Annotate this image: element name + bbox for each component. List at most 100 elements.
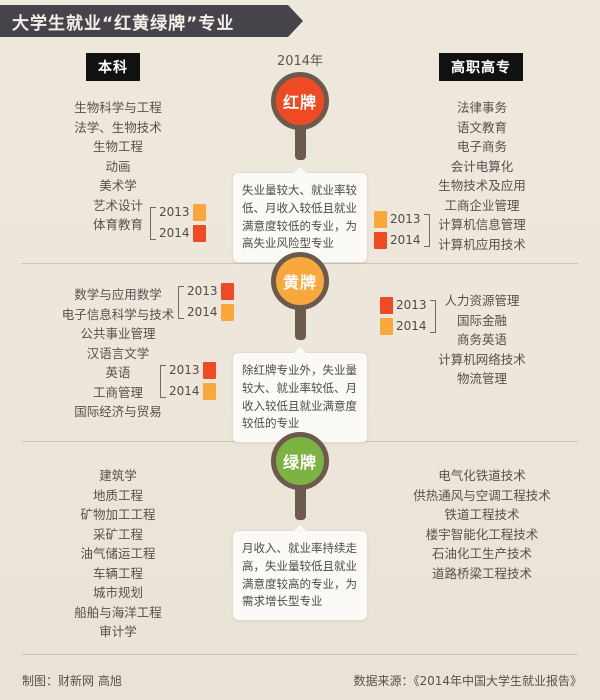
list-item: 建筑学 xyxy=(99,468,137,483)
list-item: 供热通风与空调工程技术 xyxy=(413,487,551,503)
list-item: 语文教育 xyxy=(456,119,507,135)
list-item: 工商企业管理 xyxy=(444,197,520,213)
list-item: 城市规划 xyxy=(92,585,143,600)
bracket-icon xyxy=(160,364,166,398)
list-item: 道路桥梁工程技术 xyxy=(431,565,532,581)
legend-red-right: 2013 2014 xyxy=(374,211,430,249)
list-item: 楼宇智能化工程技术 xyxy=(425,526,539,542)
swatch-2013 xyxy=(380,297,393,314)
list-item: 艺术设计 xyxy=(92,197,143,213)
swatch-2014 xyxy=(220,304,234,321)
list-item: 计算机应用技术 xyxy=(438,236,526,252)
legend-years: 2013 2014 xyxy=(396,298,427,334)
badge-yellow-label: 黄牌 xyxy=(282,273,317,292)
list-item: 国际经济与贸易 xyxy=(74,404,162,419)
list-item: 铁道工程技术 xyxy=(444,507,520,522)
list-item: 石油化工生产技术 xyxy=(431,546,532,561)
major-list-yellow-right: 人力资源管理 国际金融 商务英语 计算机网络技术 物流管理 xyxy=(372,291,592,389)
swatch-2013 xyxy=(202,362,216,379)
badge-red: 红牌 xyxy=(269,72,331,160)
list-item: 英语 xyxy=(105,365,131,380)
legend-year-2014: 2014 xyxy=(169,384,200,398)
major-list-red-right: 法律事务 语文教育 电子商务 会计电算化 生物技术及应用 工商企业管理 计算机信… xyxy=(372,98,592,254)
list-item: 美术学 xyxy=(99,178,137,193)
list-item: 生物科学与工程 xyxy=(74,100,162,115)
list-item: 法学、生物技术 xyxy=(74,119,162,135)
magnifier-handle xyxy=(294,126,306,160)
swatch-2014 xyxy=(380,318,393,335)
swatch-2014 xyxy=(192,225,206,242)
legend-yellow-right: 2013 2014 xyxy=(380,297,436,335)
callout-yellow: 除红牌专业外，失业量较大、就业率较低、月收入较低且就业满意度较低的专业 xyxy=(232,346,368,444)
list-item: 人力资源管理 xyxy=(444,293,520,308)
list-item: 计算机信息管理 xyxy=(438,217,526,232)
bracket-icon xyxy=(178,285,184,319)
list-item: 车辆工程 xyxy=(92,565,143,581)
legend-year-2014: 2014 xyxy=(187,305,218,319)
legend-swatches xyxy=(192,204,206,242)
magnifier-handle xyxy=(294,486,306,520)
badge-red-label: 红牌 xyxy=(282,93,317,112)
bracket-icon xyxy=(150,206,156,240)
major-list-green-left: 建筑学 地质工程 矿物加工工程 采矿工程 油气储运工程 车辆工程 城市规划 船舶… xyxy=(8,466,228,642)
list-item: 生物技术及应用 xyxy=(438,178,526,193)
list-item: 电子商务 xyxy=(456,139,507,154)
magnifier-icon: 绿牌 xyxy=(271,432,329,490)
legend-years: 2013 2014 xyxy=(187,284,218,320)
legend-year-2013: 2013 xyxy=(187,284,218,298)
legend-year-2013: 2013 xyxy=(390,212,421,226)
list-item: 矿物加工工程 xyxy=(80,507,156,522)
legend-swatches xyxy=(220,283,234,321)
list-item: 采矿工程 xyxy=(92,526,143,542)
page-title: 大学生就业“红黄绿牌”专业 xyxy=(0,5,303,37)
legend-year-2014: 2014 xyxy=(396,319,427,333)
swatch-2013 xyxy=(374,211,387,228)
list-item: 审计学 xyxy=(99,624,137,639)
legend-swatches xyxy=(202,362,216,400)
list-item: 油气储运工程 xyxy=(80,546,156,561)
bracket-icon xyxy=(423,213,430,247)
major-list-yellow-left: 数学与应用数学 电子信息科学与技术 公共事业管理 汉语言文学 英语 工商管理 国… xyxy=(8,285,228,422)
callout-red: 失业量较大、就业率较低、月收入较低且就业满意度较低的专业，为高失业风险型专业 xyxy=(232,166,368,264)
legend-years: 2013 2014 xyxy=(159,205,190,241)
swatch-2013 xyxy=(192,204,206,221)
footer-credit: 制图：财新网 高旭 xyxy=(22,674,122,688)
callout-green: 月收入、就业率持续走高，失业量较低且就业满意度较高的专业，为需求增长型专业 xyxy=(232,524,368,622)
bracket-icon xyxy=(429,299,436,333)
swatch-2014 xyxy=(202,383,216,400)
legend-year-2014: 2014 xyxy=(390,233,421,247)
list-item: 会计电算化 xyxy=(450,158,514,174)
list-item: 商务英语 xyxy=(456,332,507,347)
legend-red-left: 2013 2014 xyxy=(150,204,206,242)
magnifier-icon: 黄牌 xyxy=(271,252,329,310)
list-item: 动画 xyxy=(105,158,131,174)
swatch-2014 xyxy=(374,232,387,249)
legend-yellow-left-upper: 2013 2014 xyxy=(178,283,234,321)
footer-source: 数据来源：《2014年中国大学生就业报告》 xyxy=(353,674,582,688)
list-item: 数学与应用数学 xyxy=(74,287,162,302)
badge-yellow: 黄牌 xyxy=(269,252,331,340)
list-item: 电气化铁道技术 xyxy=(438,468,526,483)
badge-green: 绿牌 xyxy=(269,432,331,520)
legend-year-2013: 2013 xyxy=(159,205,190,219)
legend-year-2014: 2014 xyxy=(159,226,190,240)
list-item: 公共事业管理 xyxy=(80,326,156,341)
magnifier-icon: 红牌 xyxy=(271,72,329,130)
legend-year-2013: 2013 xyxy=(169,363,200,377)
column-header-undergraduate: 本科 xyxy=(84,51,142,83)
list-item: 体育教育 xyxy=(92,217,143,232)
list-item: 船舶与海洋工程 xyxy=(74,604,162,620)
list-item: 汉语言文学 xyxy=(86,345,150,361)
badge-green-label: 绿牌 xyxy=(282,453,317,472)
list-item: 计算机网络技术 xyxy=(438,351,526,367)
list-item: 生物工程 xyxy=(92,139,143,154)
magnifier-handle xyxy=(294,306,306,340)
legend-years: 2013 2014 xyxy=(390,212,421,248)
legend-swatches xyxy=(374,211,387,249)
list-item: 物流管理 xyxy=(456,371,507,386)
major-list-red-left: 生物科学与工程 法学、生物技术 生物工程 动画 美术学 艺术设计 体育教育 xyxy=(8,98,228,235)
legend-swatches xyxy=(380,297,393,335)
major-list-green-right: 电气化铁道技术 供热通风与空调工程技术 铁道工程技术 楼宇智能化工程技术 石油化… xyxy=(372,466,592,583)
list-item: 地质工程 xyxy=(92,487,143,503)
list-item: 国际金融 xyxy=(456,312,507,328)
